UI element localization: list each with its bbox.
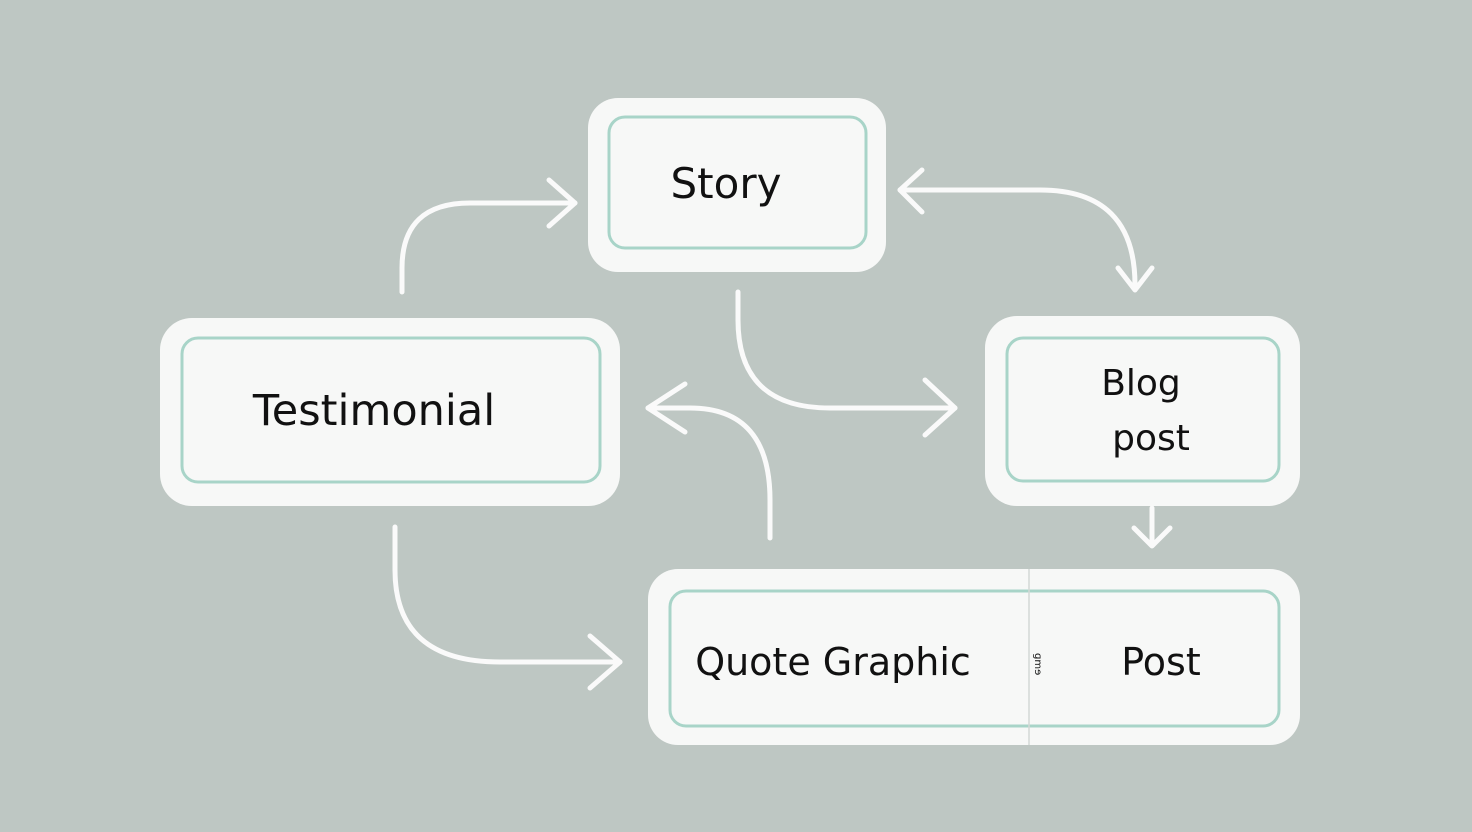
node-testimonial: Testimonial [160,318,620,506]
arrow-blog-to-post [1131,505,1173,549]
node-blog-post: Blog post [985,316,1300,506]
arrow-quote-to-testimonial [645,381,773,541]
divider-glyph: ɡmɘ [1032,653,1043,675]
arrow-story-to-blog [735,289,958,438]
arrow-testimonial-to-story [399,177,578,295]
node-story-label: Story [671,159,782,208]
node-quote-graphic-label: Quote Graphic [695,640,971,684]
node-post-label: Post [1121,640,1201,684]
node-quote-graphic-post: Quote Graphic Post ɡmɘ [648,569,1300,745]
node-blog-label-line1: Blog [1101,363,1181,404]
node-testimonial-label: Testimonial [252,386,495,436]
arrow-testimonial-to-quote [392,524,623,691]
node-blog-label-line2: post [1112,418,1190,459]
node-story: Story [588,98,886,272]
arrow-story-blog-bidirectional [897,167,1155,293]
